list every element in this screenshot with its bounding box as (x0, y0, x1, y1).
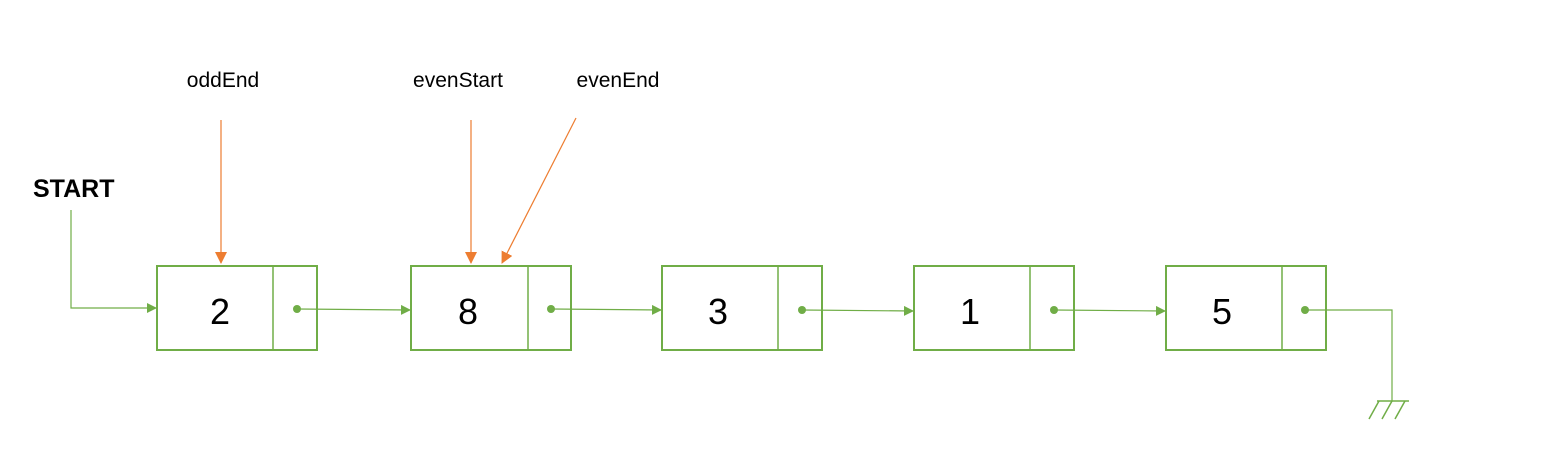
node-box (156, 265, 318, 351)
node-box (1165, 265, 1327, 351)
start-label: START (33, 175, 114, 203)
list-node: 1 (913, 265, 1075, 351)
node-box (410, 265, 572, 351)
list-node: 8 (410, 265, 572, 351)
node-value: 1 (960, 291, 980, 332)
even-end-label: evenEnd (577, 69, 660, 92)
next-link-arrow (801, 305, 914, 316)
node-box (913, 265, 1075, 351)
next-link-arrow (296, 304, 411, 315)
null-link-line (1305, 309, 1393, 401)
node-box (661, 265, 823, 351)
even-start-label: evenStart (413, 69, 503, 92)
node-value: 5 (1212, 291, 1232, 332)
start-pointer-line (70, 210, 157, 313)
next-link-arrow (550, 304, 662, 315)
next-link-arrow (1053, 305, 1166, 316)
list-node: 2 (156, 265, 318, 351)
odd-end-label: oddEnd (187, 69, 259, 92)
node-value: 8 (458, 291, 478, 332)
ground-icon (1368, 400, 1409, 420)
even-end-arrow (501, 117, 577, 264)
node-value: 2 (210, 291, 230, 332)
node-value: 3 (708, 291, 728, 332)
list-node: 3 (661, 265, 823, 351)
list-node: 5 (1165, 265, 1327, 351)
